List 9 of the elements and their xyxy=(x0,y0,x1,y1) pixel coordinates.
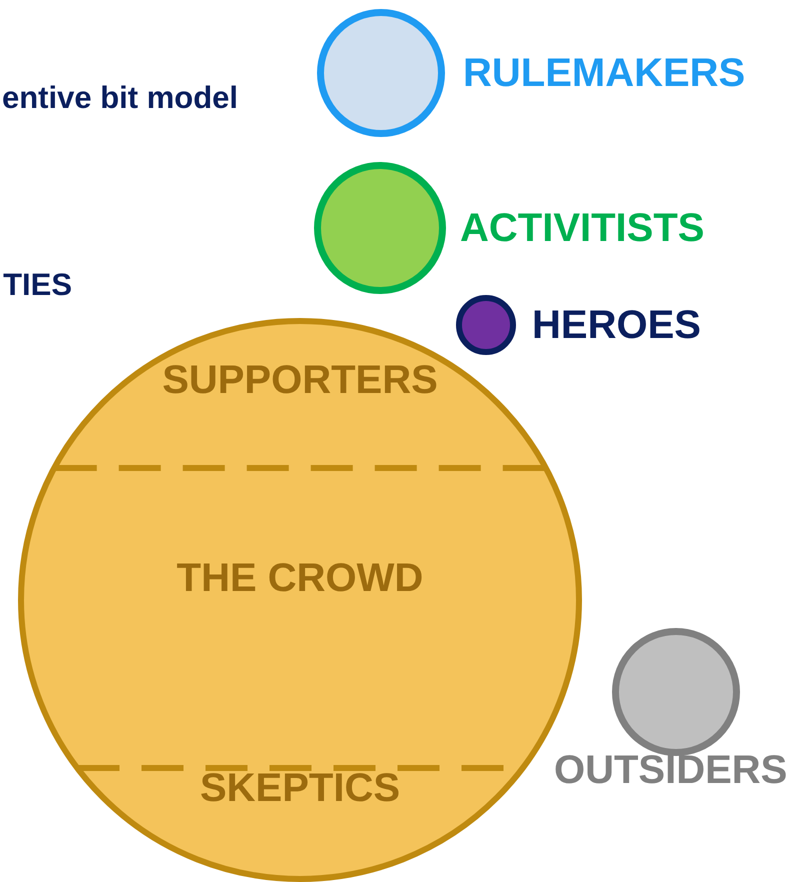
segment-label: SKEPTICS xyxy=(200,766,400,810)
segment-label: SUPPORTERS xyxy=(162,358,438,402)
cut-off-text: TIES xyxy=(3,266,72,304)
group-label: OUTSIDERS xyxy=(554,748,788,792)
segment-label: THE CROWD xyxy=(176,556,424,600)
group-label: HEROES xyxy=(532,303,701,347)
group-label: RULEMAKERS xyxy=(463,51,746,95)
group-label: ACTIVITISTS xyxy=(460,206,704,250)
cut-off-text: entive bit model xyxy=(2,79,238,117)
